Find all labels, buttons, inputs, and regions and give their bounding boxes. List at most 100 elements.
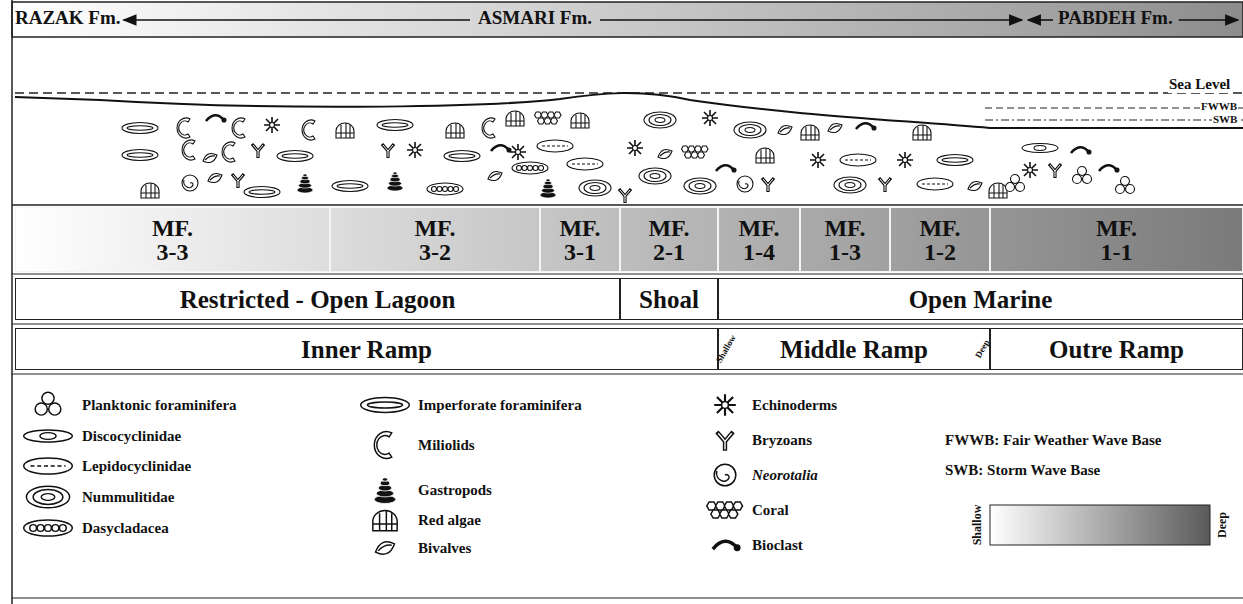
dasy-symbol <box>427 183 463 195</box>
bioclast-symbol <box>222 118 226 122</box>
bioclast-symbol <box>1087 150 1091 154</box>
bryozoa-symbol <box>233 175 243 187</box>
water-level-label: Sea Level <box>1168 76 1231 93</box>
legend-swatch <box>24 458 73 474</box>
imperf-symbol <box>377 120 413 131</box>
band-title: Shoal <box>639 287 699 312</box>
bivalve-symbol <box>778 125 792 134</box>
plank-symbol <box>1083 175 1092 184</box>
legend-swatch <box>24 458 73 474</box>
microfacies-code: MF. 3-3 <box>152 216 193 264</box>
legend-text: Red algae <box>418 513 481 528</box>
neorot-symbol <box>739 181 748 189</box>
imperf-symbol <box>444 151 480 162</box>
echino-symbol <box>270 123 275 128</box>
legend-swatch <box>52 525 59 532</box>
bioclast-symbol <box>716 165 736 172</box>
legend-swatch <box>49 403 61 415</box>
legend-text: Nummulitidae <box>82 490 175 505</box>
imperf-symbol <box>937 155 973 166</box>
gastro-symbol <box>387 172 403 191</box>
legend-swatch <box>35 392 61 415</box>
legend-swatch <box>24 458 73 474</box>
imperf-symbol <box>277 151 313 162</box>
imperf-symbol <box>122 150 158 161</box>
legend-text: Miliolids <box>418 438 475 453</box>
legend-swatch <box>33 490 63 505</box>
swb-line <box>985 119 1243 120</box>
echino-symbol <box>702 110 718 126</box>
dasy-symbol <box>454 187 459 192</box>
redalgae-symbol <box>756 148 774 163</box>
legend-entry: Dasycladacea <box>82 518 169 538</box>
nummu-symbol <box>649 115 671 126</box>
neorot-symbol <box>182 175 198 191</box>
microfacies-band: MF. 2-1 <box>620 207 718 272</box>
plank-symbol <box>1121 177 1130 186</box>
legend-swatch <box>713 541 740 550</box>
imperf-symbol <box>937 155 973 166</box>
dasy-symbol <box>448 187 453 192</box>
formation-name: RAZAK Fm. <box>15 8 121 29</box>
legend-swatch <box>30 465 65 466</box>
microfacies-code: MF. 1-2 <box>919 216 960 264</box>
lepido-symbol <box>542 145 568 146</box>
redalgae-symbol <box>446 123 464 138</box>
redalgae-symbol <box>336 123 354 138</box>
nummu-symbol <box>639 168 671 184</box>
microfacies-band: MF. 3-3 <box>15 207 330 272</box>
legend-entry: Planktonic foraminifera <box>82 395 237 415</box>
imperf-symbol <box>337 184 363 188</box>
neorot-symbol <box>182 175 198 191</box>
legend-swatch <box>714 464 736 486</box>
gastro-symbol <box>546 179 550 182</box>
gastro-symbol <box>297 174 313 193</box>
legend-text: Bryzoans <box>752 433 812 448</box>
bioclast-symbol <box>1099 165 1117 171</box>
legend-swatch <box>718 433 732 449</box>
echino-symbol <box>1022 162 1038 178</box>
bivalve-symbol <box>780 128 790 132</box>
dasy-symbol <box>522 166 527 171</box>
redalgae-symbol <box>141 183 159 198</box>
bivalve-symbol <box>203 153 217 162</box>
band-title: Outre Ramp <box>1049 337 1184 362</box>
imperf-symbol <box>244 187 280 198</box>
nummu-symbol <box>644 112 676 128</box>
disco-symbol <box>1022 144 1058 153</box>
dasy-symbol <box>528 166 533 171</box>
legend-entry: Red algae <box>418 510 481 530</box>
lepido-symbol <box>840 154 876 166</box>
bioclast-symbol <box>856 123 874 129</box>
legend-text: Discocyclinidae <box>82 429 181 444</box>
legend-swatch <box>35 392 61 415</box>
nummu-symbol <box>734 122 766 138</box>
legend-swatch <box>35 403 47 415</box>
bryozoa-symbol <box>879 178 891 192</box>
legend-entry: Bivalves <box>418 538 471 558</box>
bryozoa-symbol <box>1050 165 1060 177</box>
redalgae-symbol <box>506 111 524 126</box>
legend-swatch <box>374 432 391 459</box>
imperf-symbol <box>122 123 158 134</box>
legend-swatch <box>714 394 736 416</box>
abbreviation-note: FWWB: Fair Weather Wave Base <box>945 432 1161 449</box>
nummu-symbol <box>739 125 761 136</box>
coral-symbol <box>682 146 709 158</box>
bryozoa-symbol <box>1049 164 1061 178</box>
legend-swatch <box>722 402 729 409</box>
imperf-symbol <box>282 154 308 158</box>
milio-symbol <box>222 142 235 162</box>
legend-swatch <box>374 478 396 504</box>
nummu-symbol <box>689 181 711 192</box>
legend-text: Coral <box>752 503 789 518</box>
nummu-symbol <box>834 177 866 193</box>
imperf-symbol <box>122 123 158 134</box>
milio-symbol <box>302 120 315 140</box>
legend-swatch <box>714 464 736 486</box>
nummu-symbol <box>584 183 606 194</box>
fossil-symbols <box>122 110 1135 203</box>
legend-swatch <box>24 520 73 536</box>
dasy-symbol <box>539 166 544 171</box>
imperf-symbol <box>332 181 368 192</box>
